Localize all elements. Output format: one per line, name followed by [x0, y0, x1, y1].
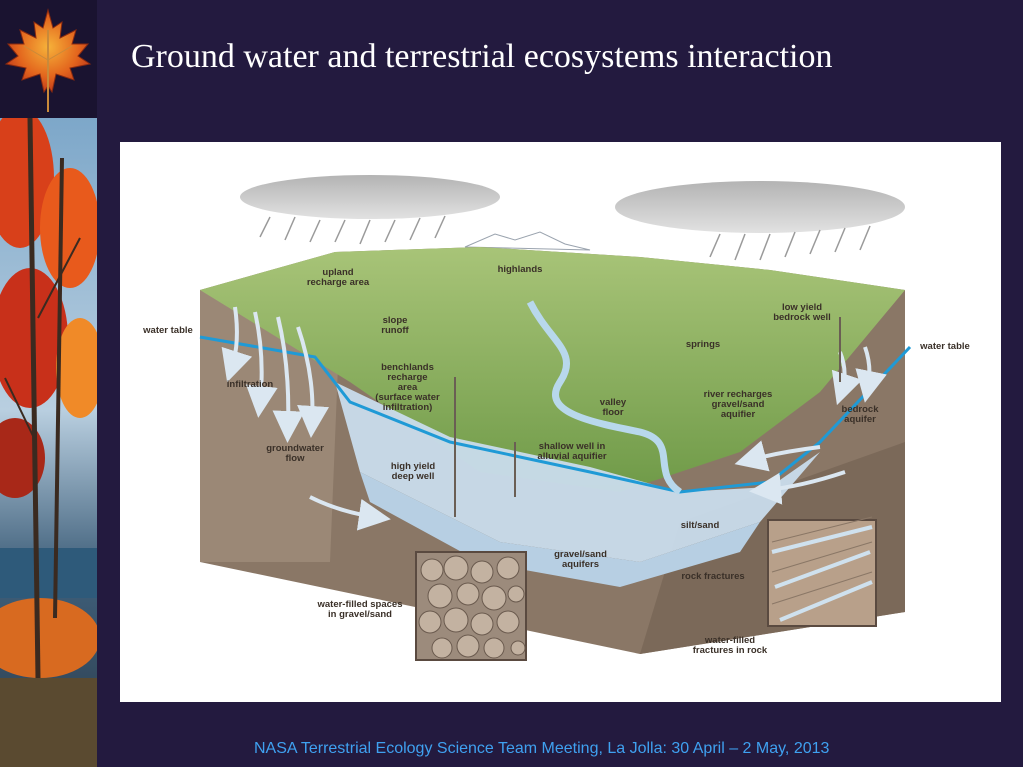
fracture-inset	[767, 516, 877, 627]
gravel-inset	[415, 551, 527, 661]
label-high-yield-well: high yield deep well	[390, 461, 436, 482]
label-river-recharges: river recharges gravel/sand aquifier	[703, 389, 773, 420]
groundwater-diagram: upland recharge area highlands water tab…	[120, 142, 1001, 702]
label-water-table-right: water table	[920, 341, 970, 352]
label-water-table-left: water table	[143, 325, 193, 336]
label-water-filled-fractures: water-filled fractures in rock	[692, 635, 768, 656]
label-valley-floor: valley floor	[599, 397, 627, 418]
label-slope-runoff: slope runoff	[381, 315, 409, 336]
label-bedrock-aquifer: bedrock aquifer	[841, 404, 879, 425]
maple-leaf-panel	[0, 0, 97, 118]
maple-leaf-icon	[4, 8, 92, 112]
label-silt-sand: silt/sand	[680, 520, 720, 531]
label-low-yield-well: low yield bedrock well	[773, 302, 831, 323]
diagram-illustration	[199, 175, 912, 661]
label-upland-recharge: upland recharge area	[306, 267, 370, 288]
rain-cloud-icon	[240, 175, 905, 261]
label-highlands: highlands	[497, 264, 543, 275]
slide-footer: NASA Terrestrial Ecology Science Team Me…	[254, 740, 830, 757]
well-icon	[454, 317, 841, 517]
slide-title: Ground water and terrestrial ecosystems …	[131, 38, 833, 75]
autumn-photo-strip	[0, 108, 97, 767]
label-benchlands: benchlands recharge area (surface water …	[375, 362, 440, 413]
label-groundwater-flow: groundwater flow	[266, 443, 324, 464]
label-rock-fractures: rock fractures	[681, 571, 745, 582]
left-decor-strip	[0, 0, 97, 767]
label-infiltration: infiltration	[226, 379, 274, 390]
label-gravel-sand-aquifers: gravel/sand aquifers	[554, 549, 607, 570]
label-water-filled-spaces: water-filled spaces in gravel/sand	[317, 599, 403, 620]
label-springs: springs	[685, 339, 721, 350]
label-shallow-well: shallow well in alluvial aquifier	[537, 441, 607, 462]
